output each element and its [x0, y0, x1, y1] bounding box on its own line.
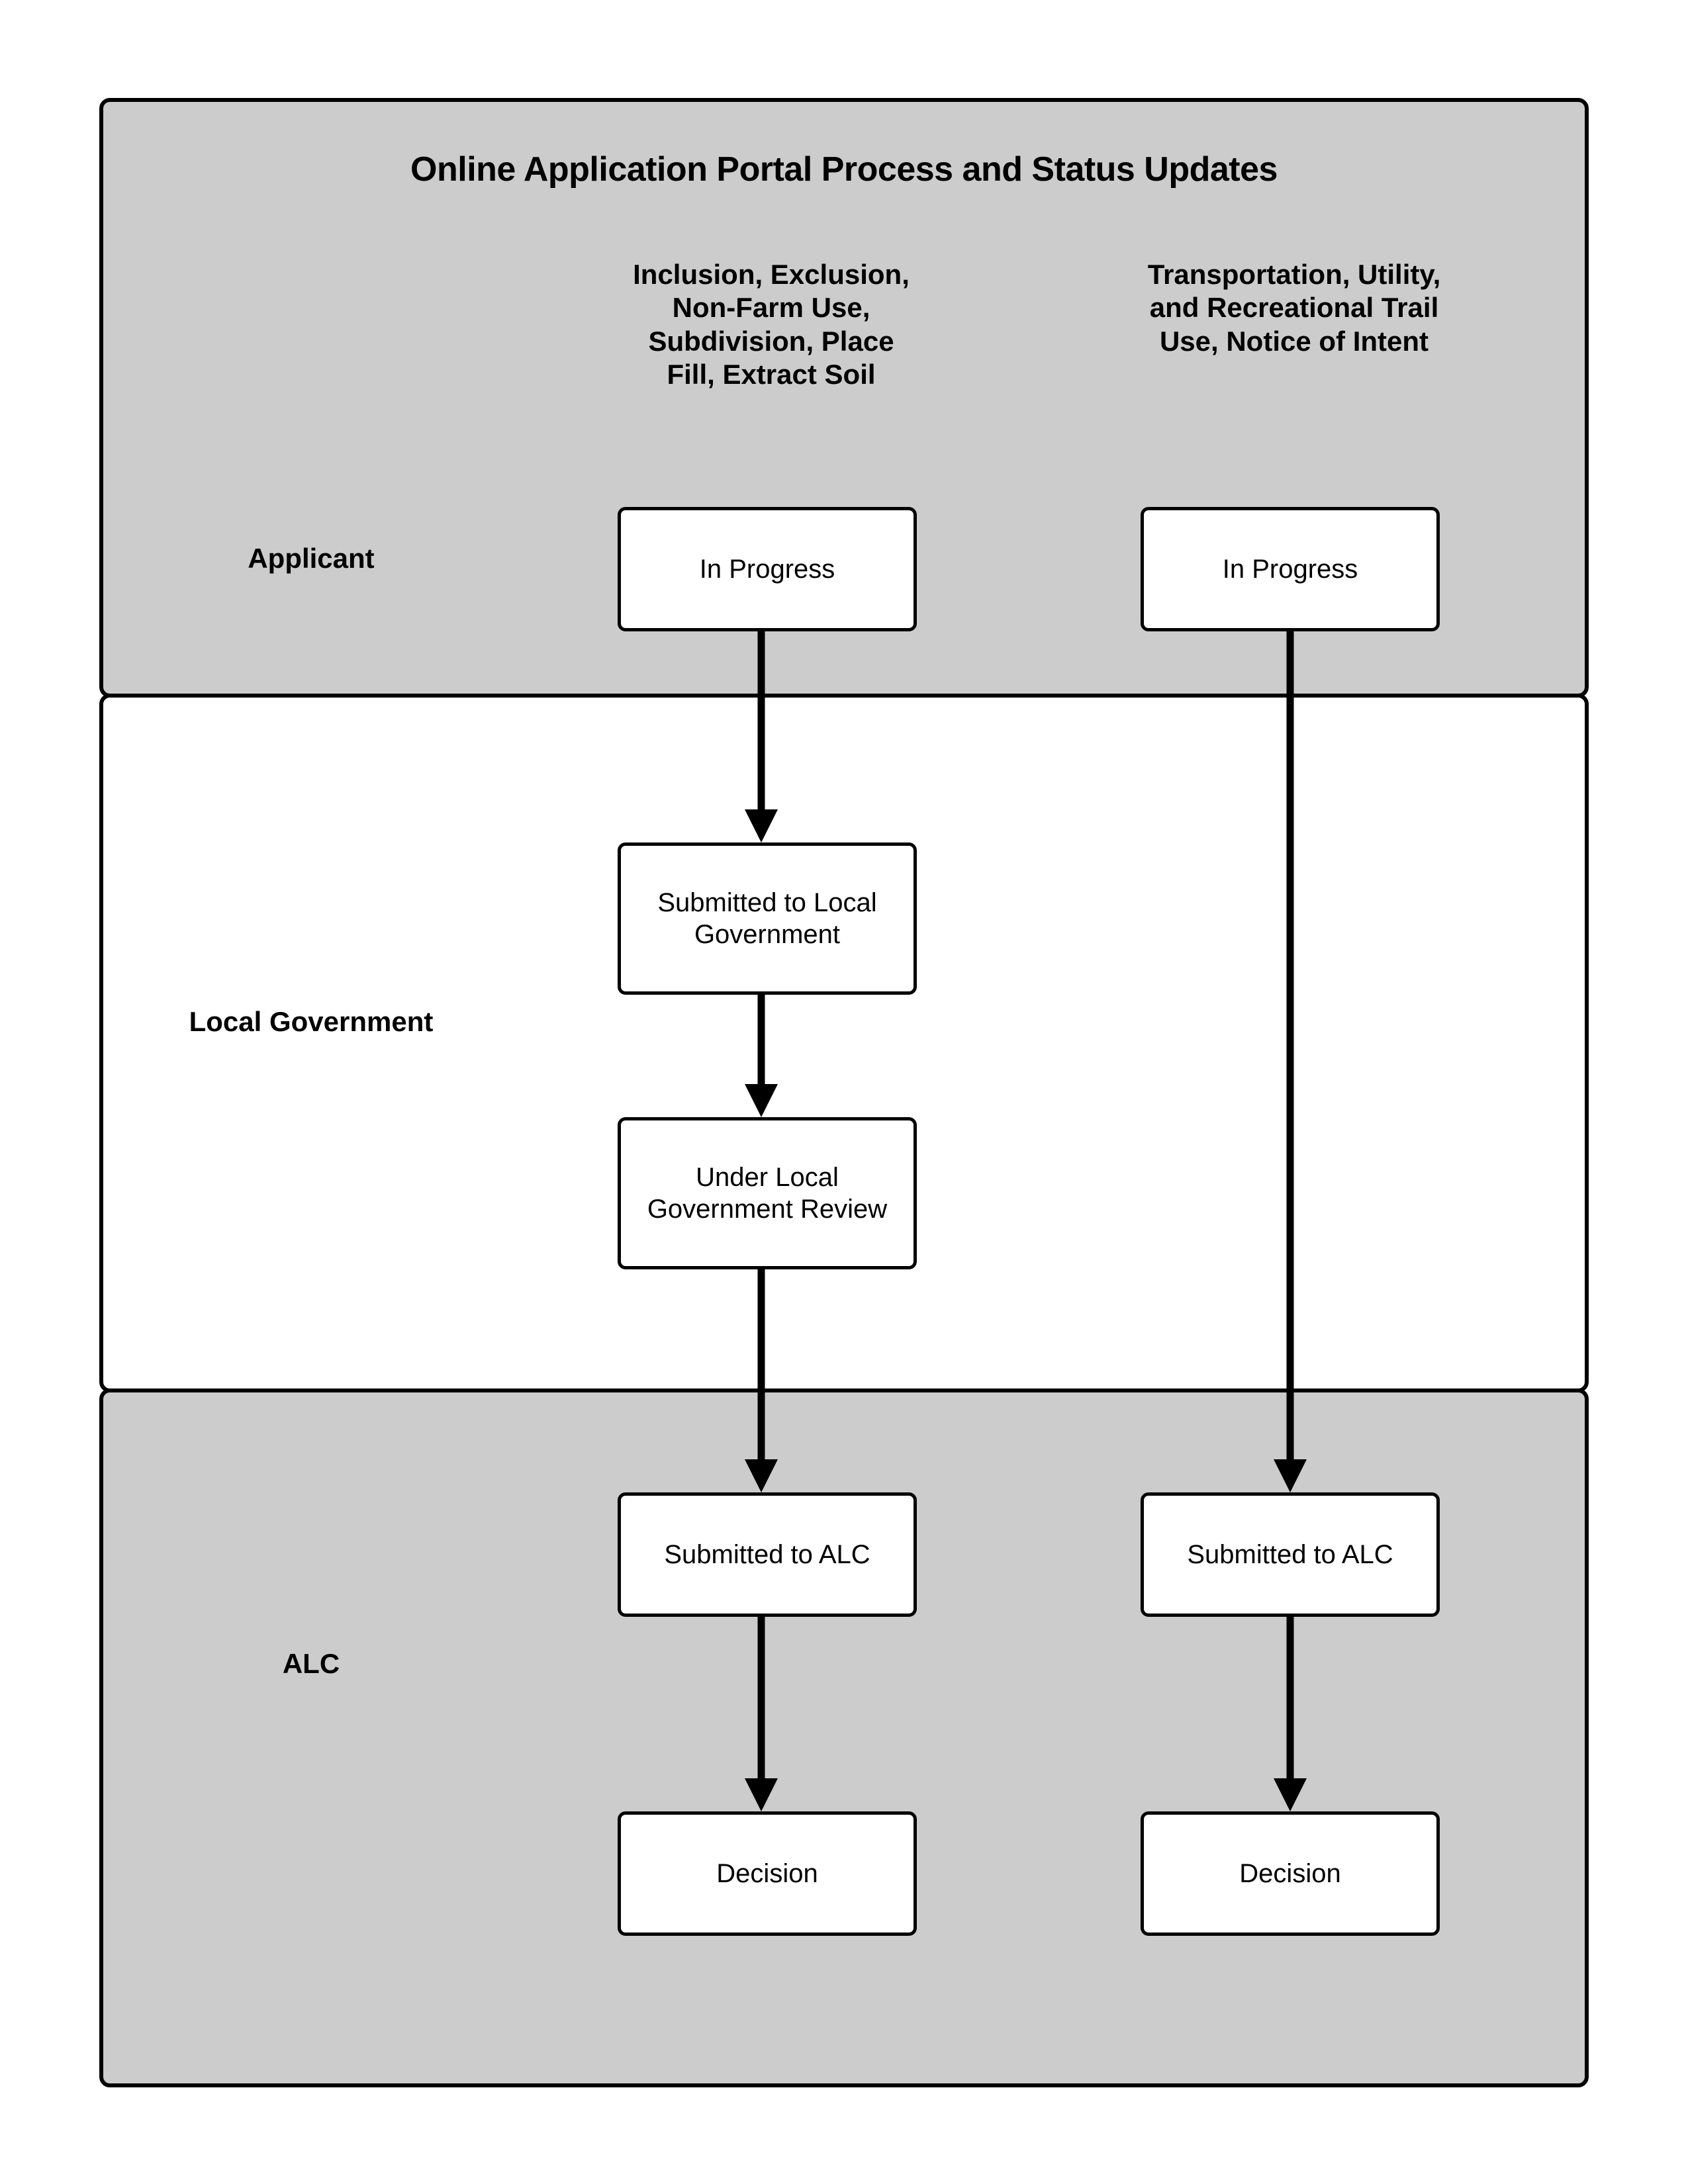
node-right-decision[interactable]: Decision: [1141, 1811, 1440, 1936]
column-header-left-line-4: Fill, Extract Soil: [667, 359, 876, 390]
column-header-left-line-1: Inclusion, Exclusion,: [633, 259, 910, 290]
column-header-right-line-3: Use, Notice of Intent: [1159, 325, 1429, 357]
column-header-right-line-2: and Recreational Trail: [1149, 292, 1439, 324]
swimlane-local-government: [99, 694, 1589, 1392]
column-header-right: Transportation, Utility, and Recreationa…: [1039, 258, 1549, 358]
node-left-submitted-to-alc[interactable]: Submitted to ALC: [618, 1492, 917, 1617]
column-header-left: Inclusion, Exclusion, Non-Farm Use, Subd…: [516, 258, 1026, 392]
node-right-in-progress[interactable]: In Progress: [1141, 507, 1440, 631]
swimlane-label-local-government: Local Government: [189, 1006, 434, 1037]
node-left-in-progress[interactable]: In Progress: [618, 507, 917, 631]
column-header-right-line-1: Transportation, Utility,: [1147, 259, 1441, 290]
node-right-submitted-to-alc[interactable]: Submitted to ALC: [1141, 1492, 1440, 1617]
column-header-left-line-2: Non-Farm Use,: [672, 292, 870, 324]
page-title: Online Application Portal Process and St…: [410, 150, 1278, 189]
column-header-left-line-3: Subdivision, Place: [648, 325, 894, 357]
node-left-under-local-government-review[interactable]: Under Local Government Review: [618, 1117, 917, 1269]
node-left-submitted-to-local-government[interactable]: Submitted to Local Government: [618, 842, 917, 995]
swimlane-label-applicant: Applicant: [248, 543, 375, 574]
node-left-decision[interactable]: Decision: [618, 1811, 917, 1936]
swimlane-label-alc: ALC: [282, 1648, 340, 1679]
